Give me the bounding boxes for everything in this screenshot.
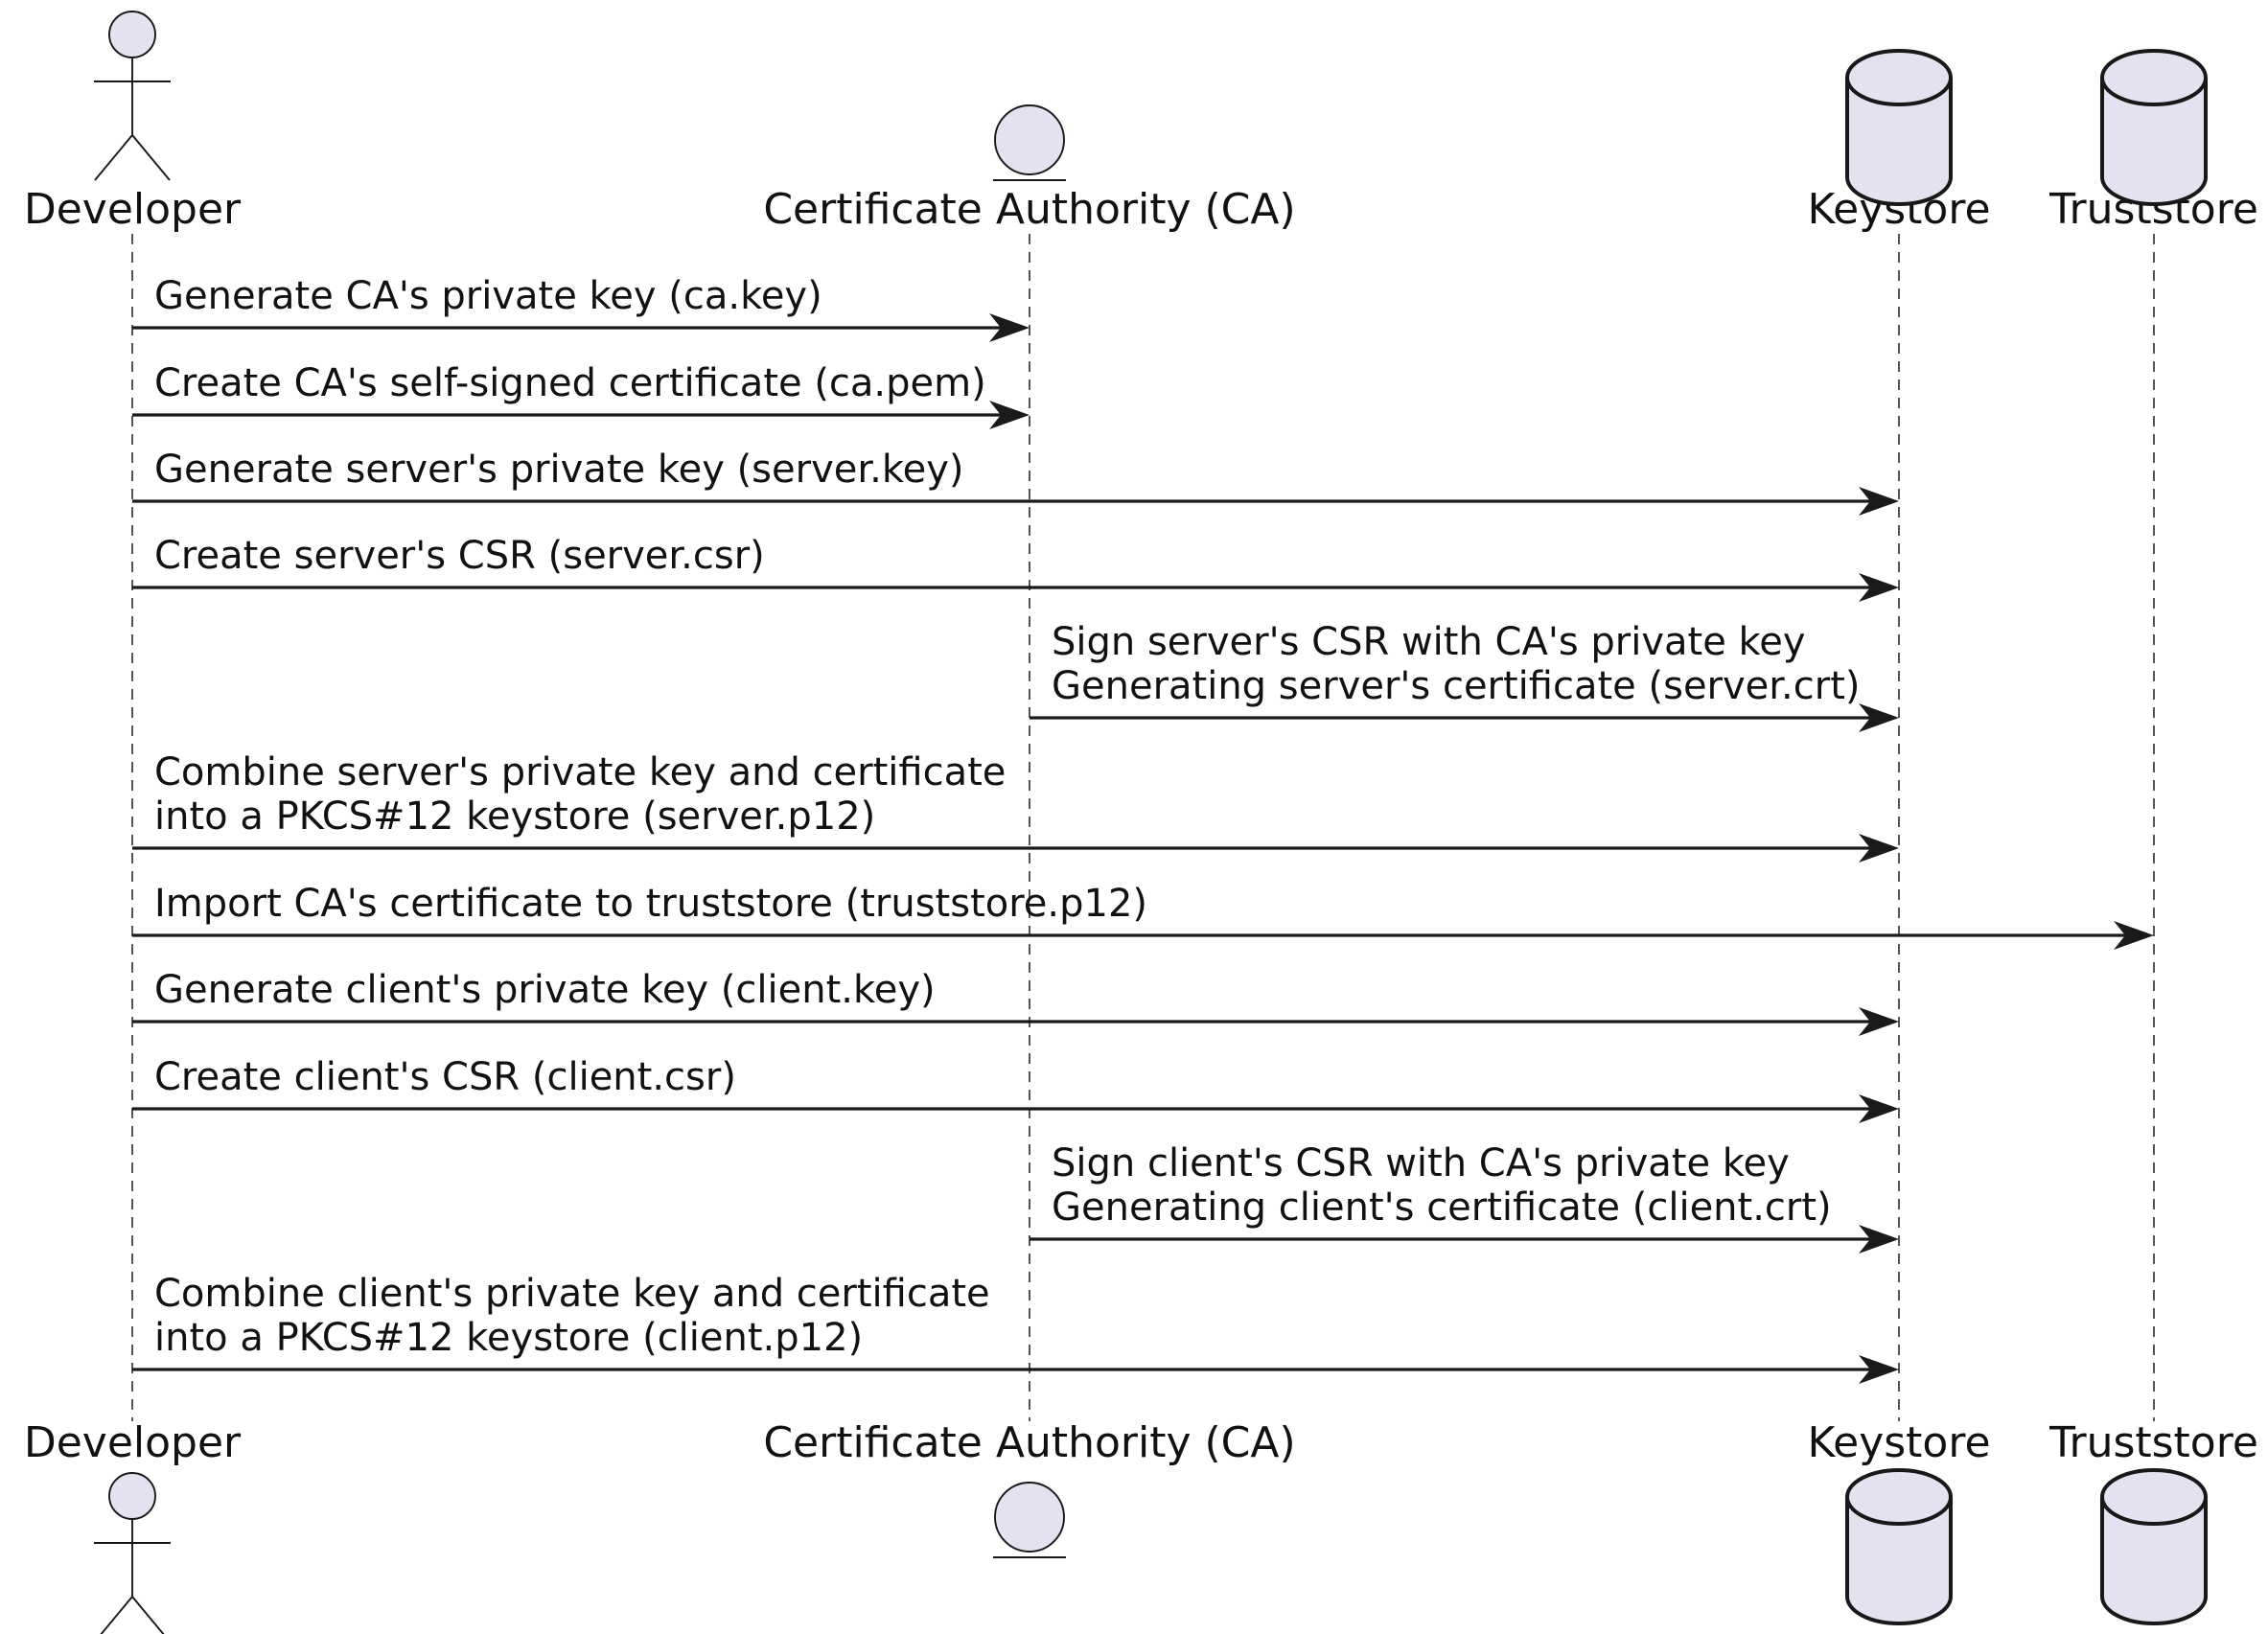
message-5: Sign server's CSR with CA's private keyG… (1030, 620, 1899, 732)
message-label: Create client's CSR (client.csr) (154, 1055, 736, 1099)
database-icon (2100, 1468, 2208, 1625)
messages: Generate CA's private key (ca.key) Create… (132, 274, 2154, 1384)
message-11: Combine client's private key and certifi… (132, 1272, 1899, 1384)
arrowhead-icon (1859, 1007, 1899, 1036)
message-label: Import CA's certificate to truststore (t… (154, 882, 1147, 926)
message-3: Generate server's private key (server.ke… (132, 448, 1899, 516)
participant-label-ca-bottom: Certificate Authority (CA) (763, 1418, 1295, 1467)
message-label: Sign client's CSR with CA's private key (1052, 1141, 1790, 1185)
message-label: into a PKCS#12 keystore (server.p12) (154, 794, 875, 839)
arrowhead-icon (1859, 1355, 1899, 1384)
database-icon (2100, 49, 2208, 206)
entity-circle (994, 104, 1065, 175)
message-9: Create client's CSR (client.csr) (132, 1055, 1899, 1123)
entity-circle (994, 1482, 1065, 1553)
actor-icon (94, 1472, 171, 1634)
message-label: Generate CA's private key (ca.key) (154, 274, 822, 318)
database-rim (2100, 77, 2208, 106)
message-label: Generating server's certificate (server.… (1052, 664, 1861, 708)
message-label: Generate client's private key (client.ke… (154, 968, 936, 1012)
message-label: Combine server's private key and certifi… (154, 750, 1006, 794)
database-body (2100, 1468, 2208, 1625)
actor-icon (94, 11, 171, 181)
actor-leg-right (131, 134, 171, 181)
message-label: Sign server's CSR with CA's private key (1052, 620, 1806, 664)
entity-icon (993, 1482, 1066, 1558)
arrowhead-icon (2114, 921, 2154, 950)
database-rim (2100, 1496, 2208, 1526)
actor-leg-right (131, 1596, 165, 1634)
database-body (1845, 49, 1953, 206)
database-body (2100, 49, 2208, 206)
participant-label-truststore-bottom: Truststore (2048, 1418, 2258, 1467)
actor-head (108, 11, 156, 58)
participant-label-ca-top: Certificate Authority (CA) (763, 185, 1295, 234)
arrowhead-icon (989, 313, 1030, 342)
message-label: Generate server's private key (server.ke… (154, 448, 963, 492)
message-7: Import CA's certificate to truststore (t… (132, 882, 2154, 950)
database-icon (1845, 49, 1953, 206)
database-icon (1845, 1468, 1953, 1625)
message-6: Combine server's private key and certifi… (132, 750, 1899, 863)
database-rim (1845, 77, 1953, 106)
message-2: Create CA's self-signed certificate (ca.… (132, 361, 1030, 429)
message-8: Generate client's private key (client.ke… (132, 968, 1899, 1036)
message-4: Create server's CSR (server.csr) (132, 534, 1899, 602)
arrowhead-icon (1859, 1094, 1899, 1123)
actor-head (108, 1472, 156, 1520)
message-label: Combine client's private key and certifi… (154, 1272, 990, 1316)
message-label: into a PKCS#12 keystore (client.p12) (154, 1316, 863, 1360)
actor-leg-left (94, 134, 133, 181)
entity-icon (993, 104, 1066, 181)
participant-label-developer-top: Developer (24, 185, 242, 234)
arrowhead-icon (1859, 1225, 1899, 1254)
database-rim (1845, 1496, 1953, 1526)
message-label: Create CA's self-signed certificate (ca.… (154, 361, 986, 405)
arrowhead-icon (1859, 573, 1899, 602)
participants-bottom: Developer Certificate Authority (CA) Keyst… (24, 1418, 2258, 1634)
database-body (1845, 1468, 1953, 1625)
message-label: Generating client's certificate (client.… (1052, 1185, 1832, 1230)
message-1: Generate CA's private key (ca.key) (132, 274, 1030, 342)
participant-label-developer-bottom: Developer (24, 1418, 242, 1467)
arrowhead-icon (1859, 487, 1899, 516)
message-10: Sign client's CSR with CA's private keyG… (1030, 1141, 1899, 1254)
arrowhead-icon (1859, 703, 1899, 732)
lifelines (131, 234, 2155, 1421)
arrowhead-icon (989, 401, 1030, 429)
arrowhead-icon (1859, 834, 1899, 863)
participant-label-keystore-bottom: Keystore (1807, 1418, 1990, 1467)
message-label: Create server's CSR (server.csr) (154, 534, 765, 578)
actor-leg-left (100, 1596, 133, 1634)
